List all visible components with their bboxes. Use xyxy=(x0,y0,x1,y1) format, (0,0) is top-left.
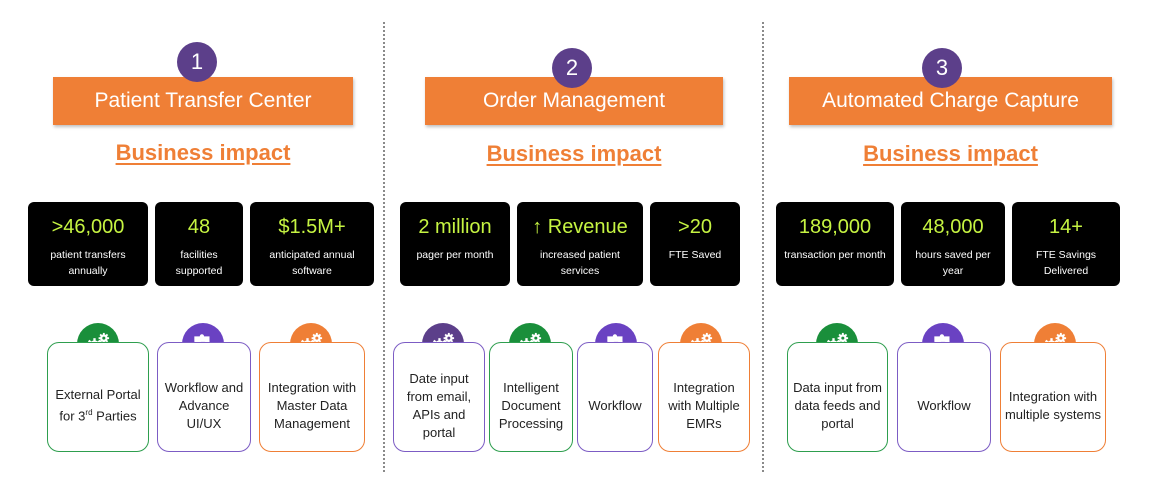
metric-description: patient transfers annually xyxy=(50,249,126,277)
capability-card: Workflow and Advance UI/UX xyxy=(157,342,251,452)
business-impact-heading: Business impact xyxy=(486,141,662,166)
metric-tile: 14+ FTE Savings Delivered xyxy=(1012,202,1120,286)
metric-value: $1.5M+ xyxy=(278,216,346,238)
metric-description: hours saved per year xyxy=(915,249,991,277)
metric-value: 48 xyxy=(187,216,211,238)
capability-text: Intelligent Document Processing xyxy=(498,380,564,431)
metric-tile: 189,000 transaction per month xyxy=(776,202,894,286)
metric-value: 2 million xyxy=(418,216,492,238)
metric-description: increased patient services xyxy=(540,249,620,277)
metric-description: FTE Savings Delivered xyxy=(1035,249,1097,277)
column-order-management: 2 Order Management Business impact 2 mil… xyxy=(383,0,762,481)
metric-description: pager per month xyxy=(416,249,494,261)
capability-card: Integration with Master Data Management xyxy=(259,342,365,452)
capability-text: Integration with Master Data Management xyxy=(267,380,357,431)
metric-tile: ↑ Revenue increased patient services xyxy=(517,202,643,286)
capability-text: External Portal for 3rd Parties xyxy=(55,387,141,424)
metric-value: 48,000 xyxy=(922,216,984,238)
section-title-banner: Patient Transfer Center xyxy=(53,77,353,125)
metric-tile: $1.5M+ anticipated annual software xyxy=(250,202,374,286)
metric-tile: >20 FTE Saved xyxy=(650,202,740,286)
capability-card: Workflow xyxy=(897,342,991,452)
column-divider xyxy=(383,22,385,472)
metric-tile: >46,000 patient transfers annually xyxy=(28,202,148,286)
capability-card: Integration with multiple systems xyxy=(1000,342,1106,452)
step-number-badge: 3 xyxy=(922,48,962,88)
capability-text: Date input from email, APIs and portal xyxy=(406,371,472,440)
step-number-badge: 1 xyxy=(177,42,217,82)
capability-text: Workflow xyxy=(588,398,642,413)
capability-text: Workflow xyxy=(917,398,971,413)
metric-tile: 2 million pager per month xyxy=(400,202,510,286)
capability-text: Integration with Multiple EMRs xyxy=(668,380,740,431)
capability-text: Integration with multiple systems xyxy=(1004,389,1102,422)
metric-value: 189,000 xyxy=(798,216,872,238)
step-number-badge: 2 xyxy=(552,48,592,88)
business-impact-heading: Business impact xyxy=(863,141,1038,166)
capability-card: Workflow xyxy=(577,342,653,452)
capability-text: Data input from data feeds and portal xyxy=(793,380,882,431)
column-patient-transfer-center: 1 Patient Transfer Center Business impac… xyxy=(0,0,383,481)
column-divider xyxy=(762,22,764,472)
column-automated-charge-capture: 3 Automated Charge Capture Business impa… xyxy=(762,0,1150,481)
metric-description: FTE Saved xyxy=(668,249,722,261)
metric-value: >20 xyxy=(678,216,712,238)
metric-description: transaction per month xyxy=(784,249,886,261)
metric-description: facilities supported xyxy=(175,249,223,277)
metric-tile: 48 facilities supported xyxy=(155,202,243,286)
capability-text: Workflow and Advance UI/UX xyxy=(164,380,244,431)
capability-card: Date input from email, APIs and portal xyxy=(393,342,485,452)
capability-card: Intelligent Document Processing xyxy=(489,342,573,452)
business-impact-heading: Business impact xyxy=(115,140,291,165)
capability-card: External Portal for 3rd Parties xyxy=(47,342,149,452)
metric-value: >46,000 xyxy=(51,216,125,238)
metric-tile: 48,000 hours saved per year xyxy=(901,202,1005,286)
metric-value: 14+ xyxy=(1049,216,1083,238)
metric-value: ↑ Revenue xyxy=(532,216,628,238)
metric-description: anticipated annual software xyxy=(269,249,355,277)
capability-card: Data input from data feeds and portal xyxy=(787,342,888,452)
capability-card: Integration with Multiple EMRs xyxy=(658,342,750,452)
section-title-banner: Order Management xyxy=(425,77,723,125)
